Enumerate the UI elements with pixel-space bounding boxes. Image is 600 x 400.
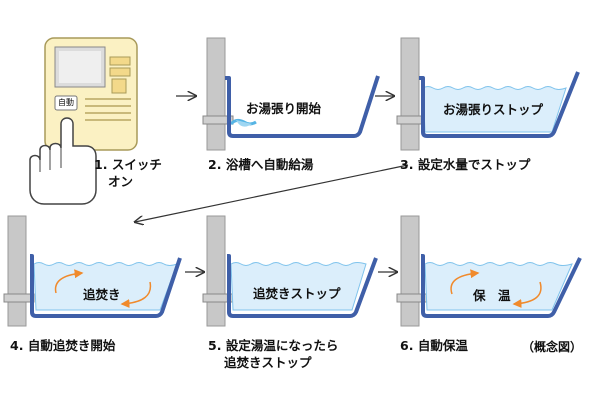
step-number: 4.: [10, 338, 24, 353]
bathtub-step4: [3, 215, 182, 327]
hand-icon: [29, 117, 97, 205]
step-text: 設定湯温になったら: [225, 338, 339, 353]
tub-label-step6: 保 温: [473, 288, 511, 303]
bathtub-step2: [202, 37, 380, 151]
step-text: スイッチ: [111, 157, 162, 172]
step-text: 自動追焚き開始: [27, 338, 116, 353]
bathtub-step5: [202, 215, 378, 327]
step-number: 3.: [400, 157, 414, 172]
caption-step2: 2. 浴槽へ自動給湯: [208, 156, 313, 173]
tub-label-step2: お湯張り開始: [246, 101, 322, 116]
step-text: 設定水量でストップ: [417, 157, 531, 172]
step-number: 6.: [400, 338, 414, 353]
step-number: 5.: [208, 338, 222, 353]
step-text-line2: 追焚きストップ: [224, 355, 312, 370]
arrow-3-to-4: [135, 164, 409, 222]
tub-label-step3: お湯張りストップ: [443, 102, 544, 117]
step-text: 自動保温: [417, 338, 468, 353]
step-number: 1.: [94, 157, 108, 172]
caption-step5: 5. 設定湯温になったら 追焚きストップ: [208, 337, 338, 371]
caption-step3: 3. 設定水量でストップ: [400, 156, 530, 173]
step-text-line2: オン: [108, 174, 134, 189]
tub-label-step4: 追焚き: [83, 287, 121, 302]
bathtub-step6: [396, 215, 582, 327]
bathtub-step3: [396, 37, 580, 151]
caption-step4: 4. 自動追焚き開始: [10, 337, 115, 354]
step-text: 浴槽へ自動給湯: [225, 157, 314, 172]
concept-diagram-note: （概念図）: [522, 340, 583, 354]
step-number: 2.: [208, 157, 222, 172]
tub-label-step5: 追焚きストップ: [253, 286, 341, 301]
auto-button-label: 自動: [58, 98, 74, 107]
caption-step6: 6. 自動保温: [400, 337, 468, 354]
remote-control-panel: [44, 37, 138, 151]
caption-step1: 1. スイッチ オン: [94, 156, 162, 190]
